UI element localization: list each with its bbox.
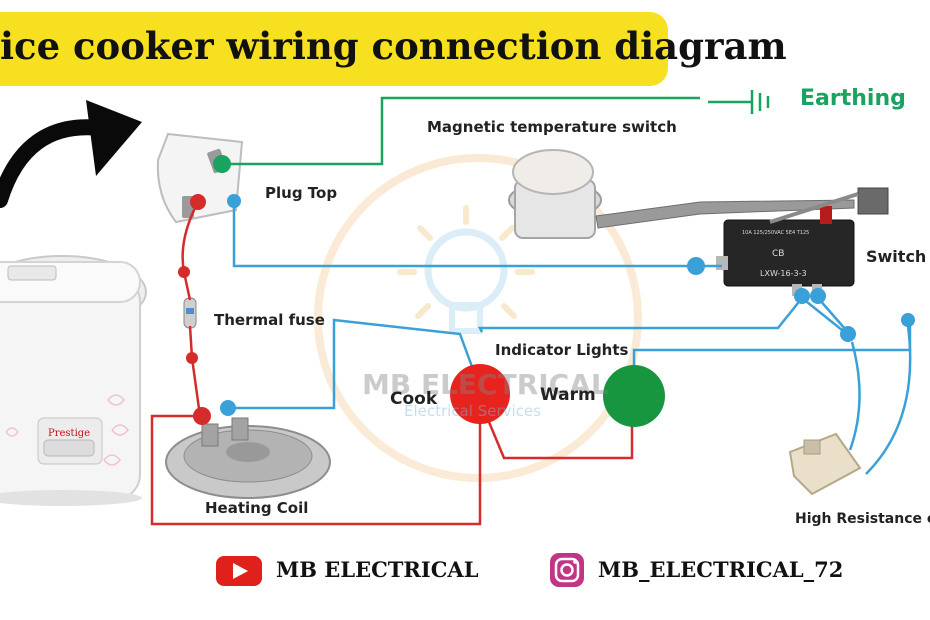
title-banner (0, 12, 668, 86)
high-resistance-component-image (788, 432, 862, 496)
rice-cooker-image (0, 255, 147, 506)
magnetic-temperature-switch-image (508, 149, 889, 239)
instagram-handle-text: MB_ELECTRICAL_72 (598, 557, 844, 582)
terminal-dots (178, 155, 915, 425)
page-title: ice cooker wiring connection diagram (0, 24, 787, 68)
plug-neutral-terminal-dot (227, 194, 241, 208)
thermal-fuse-image (183, 297, 197, 329)
youtube-icon (216, 556, 262, 586)
warm-label: Warm (540, 385, 596, 405)
switch-output-dot-2 (810, 288, 826, 304)
heating-coil-image (165, 417, 331, 499)
microswitch-cb-text: CB (772, 249, 784, 259)
thermal-fuse-label: Thermal fuse (214, 311, 325, 329)
magnetic-switch-label: Magnetic temperature switch (427, 118, 677, 136)
curved-arrow (0, 100, 142, 208)
cook-indicator-lamp (450, 364, 510, 424)
cooker-brand-text: Prestige (48, 428, 90, 439)
watermark-subtext: Electrical Services (404, 402, 541, 420)
coil-live-terminal-dot (193, 407, 211, 425)
fuse-bottom-dot (186, 352, 198, 364)
resistor-terminal-dot-2 (901, 313, 915, 327)
plug-earth-terminal-dot (213, 155, 231, 173)
indicator-lights-label: Indicator Lights (495, 341, 629, 359)
switch-input-dot (687, 257, 705, 275)
instagram-icon (550, 553, 584, 587)
earthing-label: Earthing (800, 86, 906, 111)
youtube-channel-text: MB ELECTRICAL (276, 557, 479, 582)
watermark-text: MB ELECTRICAL (362, 368, 609, 401)
switch-label: Switch (866, 247, 927, 266)
microswitch-rating-text: 10A 125/250VAC 5E4 T125 (742, 230, 809, 236)
earth-wire (222, 90, 770, 166)
plug-live-terminal-dot (190, 194, 206, 210)
coil-neutral-terminal-dot (220, 400, 236, 416)
warm-indicator-lamp (603, 365, 665, 427)
high-resistance-label: High Resistance c (795, 511, 930, 527)
plug-top-label: Plug Top (265, 184, 338, 202)
watermark-logo (314, 154, 642, 482)
microswitch-model-text: LXW-16-3-3 (760, 269, 807, 278)
cook-label: Cook (390, 389, 438, 409)
fuse-top-dot (178, 266, 190, 278)
neutral-wires (228, 202, 912, 475)
heating-coil-label: Heating Coil (205, 499, 309, 517)
switch-output-dot-1 (794, 288, 810, 304)
resistor-terminal-dot-1 (840, 326, 856, 342)
